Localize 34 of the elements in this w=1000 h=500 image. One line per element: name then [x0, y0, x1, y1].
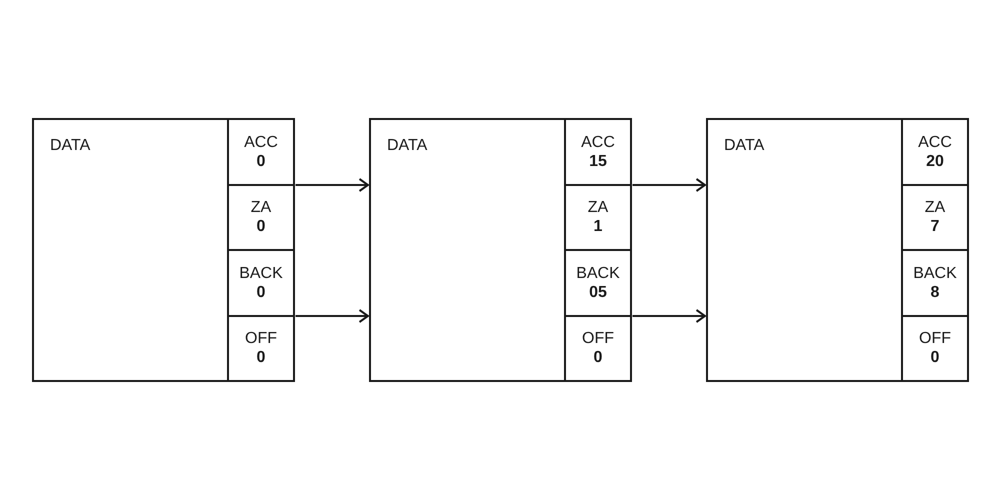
panel-title: DATA	[387, 136, 428, 155]
register-value: 15	[589, 152, 607, 171]
state-panel	[706, 118, 969, 382]
register-value: 0	[256, 217, 266, 236]
register-name: ACC	[244, 132, 278, 152]
arrow	[296, 309, 369, 323]
register-value: 0	[594, 348, 602, 368]
register-value: 7	[930, 217, 940, 236]
register-name: BACK	[913, 264, 957, 283]
register-value: 0	[256, 348, 266, 368]
register-name: OFF	[582, 329, 614, 348]
register-name: ZA	[588, 198, 608, 218]
state-panel	[369, 118, 632, 382]
register-name: BACK	[576, 264, 620, 283]
register-name: ACC	[918, 132, 952, 152]
register-value: 0	[256, 152, 266, 171]
register-name: ZA	[250, 198, 272, 218]
register-name: OFF	[919, 329, 951, 348]
register-name: ZA	[924, 198, 946, 218]
register-value: 0	[930, 348, 940, 368]
register-name: OFF	[245, 329, 277, 348]
register-value: 0	[256, 282, 266, 302]
panel-title: DATA	[724, 136, 764, 155]
register-value: 20	[926, 152, 944, 171]
arrow	[632, 178, 706, 192]
register-name: ACC	[581, 132, 615, 152]
arrow	[632, 309, 706, 323]
panel-title: DATA	[50, 136, 90, 155]
register-value: 05	[589, 282, 607, 302]
register-value: 1	[594, 217, 602, 236]
register-name: BACK	[239, 264, 283, 283]
state-panel	[32, 118, 295, 382]
register-value: 8	[930, 282, 940, 302]
arrow	[296, 178, 369, 192]
